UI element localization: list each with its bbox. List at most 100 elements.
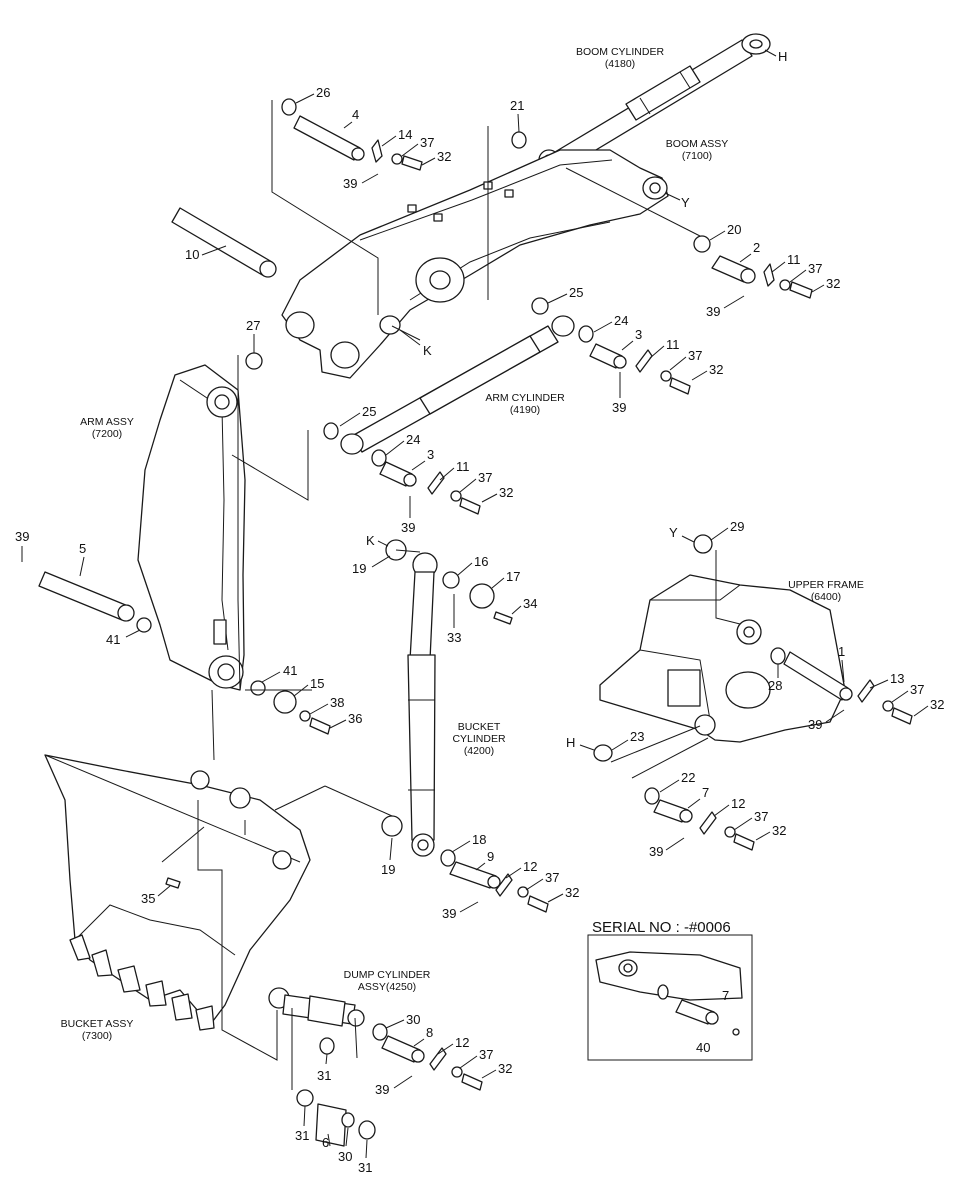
dump-cylinder xyxy=(268,987,365,1027)
callout-41-a: 41 xyxy=(106,632,120,647)
title-boom-cylinder-1: BOOM CYLINDER xyxy=(576,46,665,58)
title-arm-cylinder-2: (4190) xyxy=(510,404,540,416)
callout-27: 27 xyxy=(246,318,260,333)
serial-label: SERIAL NO : -#0006 xyxy=(592,919,731,936)
callout-39-f: 39 xyxy=(808,717,822,732)
title-bucket-assy-2: (7300) xyxy=(82,1030,112,1042)
callout-1: 1 xyxy=(838,644,845,659)
callout-23: 23 xyxy=(630,729,644,744)
arm-cylinder xyxy=(340,315,575,455)
title-bucket-cylinder-1: BUCKET xyxy=(458,721,501,733)
callout-39-d: 39 xyxy=(401,520,415,535)
callout-39-b: 39 xyxy=(706,304,720,319)
hardware xyxy=(136,98,913,1140)
letter-y-boom: Y xyxy=(681,195,690,210)
callout-31-b: 31 xyxy=(295,1128,309,1143)
letter-references: H Y K K Y H xyxy=(366,49,787,751)
assembly-titles: BOOM CYLINDER (4180) BOOM ASSY (7100) AR… xyxy=(61,46,864,1042)
title-dump-cylinder-1: DUMP CYLINDER xyxy=(344,969,431,981)
callout-31-c: 31 xyxy=(358,1160,372,1175)
title-arm-assy-1: ARM ASSY xyxy=(80,416,134,428)
callout-37-f: 37 xyxy=(754,809,768,824)
callout-32-b: 32 xyxy=(826,276,840,291)
bucket-cylinder xyxy=(407,552,438,857)
callout-39-h: 39 xyxy=(442,906,456,921)
callout-22: 22 xyxy=(681,770,695,785)
callout-8: 8 xyxy=(426,1025,433,1040)
callout-39-c: 39 xyxy=(612,400,626,415)
callout-34: 34 xyxy=(523,596,537,611)
callout-12-a: 12 xyxy=(731,796,745,811)
callout-26: 26 xyxy=(316,85,330,100)
upper-frame xyxy=(599,574,846,743)
callout-11-b: 11 xyxy=(666,337,680,352)
callout-2: 2 xyxy=(753,240,760,255)
boom-assy xyxy=(281,149,669,379)
bucket-assy xyxy=(44,754,311,1031)
callout-29: 29 xyxy=(730,519,744,534)
callout-39-a: 39 xyxy=(343,176,357,191)
callout-39-g: 39 xyxy=(649,844,663,859)
callout-37-a: 37 xyxy=(420,135,434,150)
serial-box: SERIAL NO : -#0006 7 40 xyxy=(587,919,753,1061)
callout-18: 18 xyxy=(472,832,486,847)
callout-33: 33 xyxy=(447,630,461,645)
callout-25-a: 25 xyxy=(569,285,583,300)
callout-12-c: 12 xyxy=(455,1035,469,1050)
callout-32-e: 32 xyxy=(930,697,944,712)
callout-37-c: 37 xyxy=(688,348,702,363)
letter-h-frame: H xyxy=(566,735,575,750)
callout-37-h: 37 xyxy=(479,1047,493,1062)
callout-5: 5 xyxy=(79,541,86,556)
title-bucket-cylinder-3: (4200) xyxy=(464,745,494,757)
callout-12-b: 12 xyxy=(523,859,537,874)
letter-k-bucket: K xyxy=(366,533,375,548)
callout-28: 28 xyxy=(768,678,782,693)
callout-39-e: 39 xyxy=(15,529,29,544)
callout-6: 6 xyxy=(322,1135,329,1150)
pins xyxy=(38,115,853,1147)
callout-14: 14 xyxy=(398,127,412,142)
callout-3-a: 3 xyxy=(635,327,642,342)
title-arm-assy-2: (7200) xyxy=(92,428,122,440)
callout-19-b: 19 xyxy=(381,862,395,877)
title-upper-frame-1: UPPER FRAME xyxy=(788,579,864,591)
callout-32-g: 32 xyxy=(565,885,579,900)
callout-41-b: 41 xyxy=(283,663,297,678)
callout-20: 20 xyxy=(727,222,741,237)
letter-y-frame: Y xyxy=(669,525,678,540)
callout-10: 10 xyxy=(185,247,199,262)
callout-32-c: 32 xyxy=(709,362,723,377)
callout-37-g: 37 xyxy=(545,870,559,885)
callout-36: 36 xyxy=(348,711,362,726)
title-boom-cylinder-2: (4180) xyxy=(605,58,635,70)
callout-19-a: 19 xyxy=(352,561,366,576)
title-upper-frame-2: (6400) xyxy=(811,591,841,603)
callout-13: 13 xyxy=(890,671,904,686)
callout-37-d: 37 xyxy=(478,470,492,485)
callout-3-b: 3 xyxy=(427,447,434,462)
callout-32-d: 32 xyxy=(499,485,513,500)
callout-39-i: 39 xyxy=(375,1082,389,1097)
callout-32-h: 32 xyxy=(498,1061,512,1076)
callout-numbers: 26 4 14 37 32 39 21 20 2 11 37 32 39 10 … xyxy=(15,85,944,1175)
callout-4: 4 xyxy=(352,107,359,122)
callout-24-a: 24 xyxy=(614,313,628,328)
title-dump-cylinder-2: ASSY(4250) xyxy=(358,981,416,993)
letter-k-boom: K xyxy=(423,343,432,358)
callout-box-40: 40 xyxy=(696,1040,710,1055)
callout-16: 16 xyxy=(474,554,488,569)
callout-32-a: 32 xyxy=(437,149,451,164)
callout-30-a: 30 xyxy=(406,1012,420,1027)
callout-17: 17 xyxy=(506,569,520,584)
callout-37-b: 37 xyxy=(808,261,822,276)
callout-30-b: 30 xyxy=(338,1149,352,1164)
arm-assy xyxy=(137,364,246,691)
callout-11-c: 11 xyxy=(456,459,470,474)
title-arm-cylinder-1: ARM CYLINDER xyxy=(485,392,565,404)
title-bucket-assy-1: BUCKET ASSY xyxy=(61,1018,134,1030)
title-bucket-cylinder-2: CYLINDER xyxy=(452,733,506,745)
callout-32-f: 32 xyxy=(772,823,786,838)
callout-37-e: 37 xyxy=(910,682,924,697)
letter-h-top: H xyxy=(778,49,787,64)
